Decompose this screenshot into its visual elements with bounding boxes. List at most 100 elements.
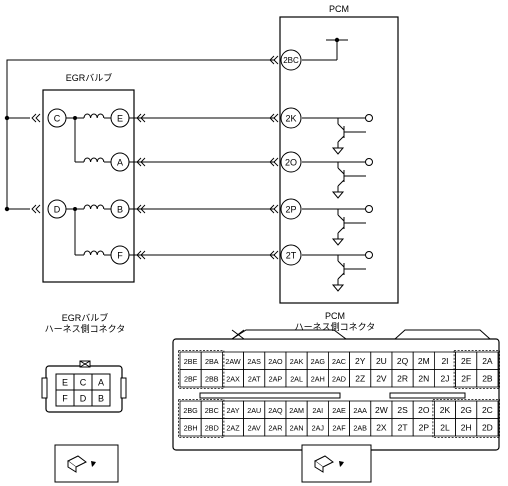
pcm-connector-grid: 2BE 2BA 2AW 2AS 2AO 2AK 2AG 2AC 2Y 2U 2Q 2M 2I 2E 2A 2B…	[178, 350, 500, 438]
pcm-connector-cell-label: 2AR	[268, 423, 282, 432]
pcm-connector-cell-label: 2AS	[247, 357, 261, 366]
pcm-connector-cell-label: 2AV	[248, 423, 261, 432]
egr-terminal-b: B	[117, 205, 123, 215]
egr-connector-face: E C A F D B	[41, 360, 127, 413]
pcm-connector-cell-label: 2D	[482, 422, 493, 432]
pcm-connector-cell-label: 2AH	[311, 374, 325, 383]
pcm-connector-cell-label: 2P	[419, 422, 430, 432]
egr-cell: B	[98, 394, 104, 404]
pcm-connector-cell	[476, 418, 499, 437]
egr-terminal-e: E	[117, 114, 123, 124]
pcm-connector-caption-1: PCM	[325, 311, 345, 321]
pcm-connector-cell-label: 2BF	[184, 374, 198, 383]
pcm-connector-cell-label: 2BB	[205, 374, 219, 383]
pcm-connector-cell-label: 2K	[440, 405, 451, 415]
pcm-connector-cell-label: 2S	[397, 405, 408, 415]
pcm-pin-2o: 2O	[285, 158, 297, 168]
egr-valve-title: EGRバルブ	[66, 72, 113, 83]
pcm-connector-cell-label: 2AL	[290, 374, 303, 383]
pcm-connector-cell-label: 2X	[376, 422, 387, 432]
pcm-connector-cell-label: 2AY	[226, 406, 239, 415]
pcm-connector-cell-label: 2AI	[312, 406, 323, 415]
pcm-connector-cell-label: 2BA	[205, 357, 219, 366]
pcm-connector-cell-label: 2U	[376, 356, 387, 366]
egr-terminals: C D E A B F	[47, 108, 130, 265]
pcm-connector-cell-label: 2L	[440, 422, 450, 432]
pcm-connector-cell	[476, 369, 499, 388]
pcm-connector-cell-label: 2N	[418, 373, 429, 383]
pcm-connector-cell-label: 2AJ	[312, 423, 325, 432]
plug-view-icon	[301, 444, 372, 483]
egr-cell: D	[80, 394, 87, 404]
egr-terminal-a: A	[117, 158, 123, 168]
pcm-connector-cell-label: 2BG	[183, 406, 198, 415]
pcm-pin-2p: 2P	[285, 205, 296, 215]
pcm-connector-cell-label: 2AM	[289, 406, 304, 415]
pcm-connector-cell-label: 2AK	[290, 357, 304, 366]
pcm-connector-cell-label: 2AE	[332, 406, 346, 415]
pcm-connector-cell-label: 2AQ	[268, 406, 283, 415]
pcm-connector-cell-label: 2V	[376, 373, 387, 383]
pcm-connector-cell-label: 2AW	[225, 357, 241, 366]
egr-terminal-f: F	[117, 251, 123, 261]
pcm-connector-cell-label: 2AF	[332, 423, 346, 432]
pcm-connector-cell-label: 2AX	[226, 374, 240, 383]
pcm-connector-cell-label: 2T	[398, 422, 408, 432]
pcm-pin-2t: 2T	[286, 251, 297, 261]
pcm-connector-group-outline	[432, 399, 500, 438]
egr-cell: E	[62, 378, 68, 388]
pcm-connector-cell-label: 2Z	[355, 373, 365, 383]
egr-cell: F	[62, 394, 68, 404]
pcm-connector-cell-label: 2AC	[332, 357, 346, 366]
pcm-connector-cell-label: 2AG	[311, 357, 326, 366]
pcm-connector-cell-label: 2E	[461, 356, 472, 366]
pcm-connector-cell-label: 2AP	[269, 374, 283, 383]
pcm-pin-2bc: 2BC	[283, 56, 299, 65]
plug-view-icon	[54, 444, 119, 483]
pcm-connector-cell-label: 2A	[482, 356, 493, 366]
pcm-connector-cell-label: 2AN	[290, 423, 304, 432]
pcm-connector-cell-label: 2BE	[184, 357, 198, 366]
pcm-connector-group-outline	[178, 350, 225, 389]
pcm-connector-cell-label: 2W	[375, 405, 388, 415]
egr-cell: C	[80, 378, 87, 388]
pcm-connector-group-outline	[453, 350, 500, 389]
egr-connector-caption-2: ハーネス側コネクタ	[44, 324, 126, 334]
pcm-connector-cell-label: 2AU	[247, 406, 261, 415]
pcm-connector-cell-label: 2AZ	[226, 423, 240, 432]
pcm-connector-cell-label: 2H	[461, 422, 472, 432]
pcm-connector-cell-label: 2AB	[353, 423, 367, 432]
pcm-pins: 2BC 2K 2O 2P 2T	[280, 49, 302, 266]
pcm-connector-cell-label: 2BD	[205, 423, 219, 432]
pcm-connector-cell-label: 2C	[482, 405, 493, 415]
egr-connector-caption-1: EGRバルブ	[61, 313, 109, 323]
pcm-connector-cell-label: 2AT	[248, 374, 261, 383]
pcm-connector-cell-label: 2AA	[353, 406, 367, 415]
coil-symbols	[83, 113, 105, 256]
pcm-connector-group-outline	[178, 399, 225, 438]
pcm-connector-cell-label: 2Q	[397, 356, 409, 366]
pcm-connector-cell-label: 2BC	[205, 406, 219, 415]
pcm-connector-cell-label: 2Y	[355, 356, 366, 366]
pcm-connector-cell-label: 2J	[441, 373, 450, 383]
connector-chevrons	[31, 55, 279, 260]
pcm-connector-cell-label: 2M	[418, 356, 430, 366]
pcm-connector-cell-label: 2G	[461, 405, 472, 415]
pcm-connector-cell-label: 2F	[461, 373, 471, 383]
pcm-connector-cell-label: 2B	[482, 373, 493, 383]
egr-valve-box	[42, 89, 135, 283]
egr-terminal-d: D	[54, 205, 61, 215]
pcm-box	[279, 16, 399, 304]
pcm-connector-cell-label: 2I	[441, 356, 448, 366]
pcm-connector-cell-label: 2AO	[268, 357, 283, 366]
transistor-symbols	[331, 114, 373, 292]
egr-cell: A	[98, 378, 104, 388]
pcm-connector-caption-2: ハーネス側コネクタ	[294, 322, 376, 332]
pcm-connector-cell-label: 2O	[418, 405, 430, 415]
pcm-pin-2k: 2K	[285, 114, 296, 124]
pcm-title: PCM	[329, 4, 349, 14]
pcm-connector-cell-label: 2BH	[184, 423, 198, 432]
wires	[6, 39, 348, 256]
